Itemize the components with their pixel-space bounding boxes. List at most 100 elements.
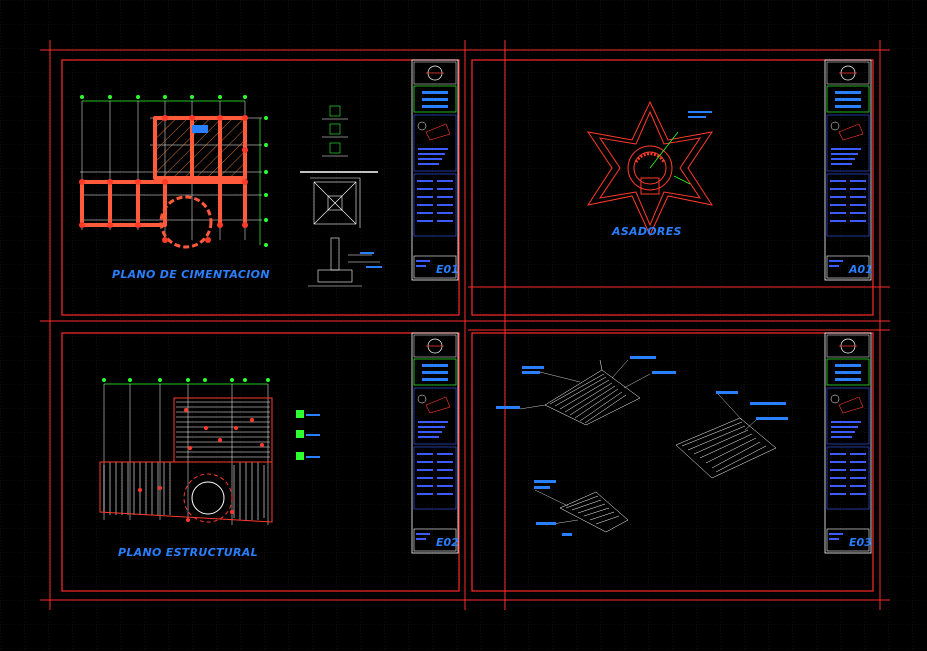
legend-text-line bbox=[831, 426, 858, 428]
info-text-line bbox=[437, 220, 453, 222]
legend-text-line bbox=[418, 158, 442, 160]
location-cell bbox=[826, 114, 870, 172]
location-cell bbox=[826, 387, 870, 445]
info-text-line bbox=[830, 196, 846, 198]
sheet-number-cell bbox=[826, 528, 870, 552]
info-text-line bbox=[850, 493, 866, 495]
sheet-label-line bbox=[416, 265, 426, 267]
info-text-line bbox=[830, 453, 846, 455]
info-cell bbox=[826, 173, 870, 237]
info-text-line bbox=[417, 493, 433, 495]
info-text-line bbox=[850, 212, 866, 214]
logo-cell bbox=[826, 334, 870, 358]
title-block-border bbox=[824, 332, 872, 554]
sheet-frames bbox=[61, 59, 874, 592]
location-sketch bbox=[425, 396, 451, 414]
info-text-line bbox=[437, 212, 453, 214]
title-block-2: A01 bbox=[824, 59, 873, 281]
location-sketch bbox=[425, 123, 451, 141]
info-text-line bbox=[417, 212, 433, 214]
sheet-label-line bbox=[829, 260, 843, 262]
info-text-line bbox=[437, 461, 453, 463]
sheet-number: A01 bbox=[848, 263, 873, 276]
legend-text-line bbox=[831, 431, 855, 433]
location-cell bbox=[413, 114, 457, 172]
info-text-line bbox=[850, 461, 866, 463]
project-name-text-line bbox=[835, 378, 861, 381]
project-name-cell bbox=[413, 358, 457, 386]
project-name-text-line bbox=[422, 91, 448, 94]
info-text-line bbox=[417, 188, 433, 190]
title-block-border bbox=[824, 59, 872, 281]
footing-details bbox=[300, 105, 380, 287]
info-text-line bbox=[417, 469, 433, 471]
project-name-text-line bbox=[835, 91, 861, 94]
info-text-line bbox=[830, 212, 846, 214]
sheet-label-line bbox=[416, 538, 426, 540]
location-marker-icon bbox=[417, 394, 427, 404]
location-marker-icon bbox=[830, 121, 840, 131]
project-name-text-line bbox=[835, 98, 861, 101]
logo-cell bbox=[413, 334, 457, 358]
info-text-line bbox=[417, 477, 433, 479]
info-text-line bbox=[437, 477, 453, 479]
roof-isometric-2 bbox=[675, 417, 777, 479]
legend-text-line bbox=[831, 436, 852, 438]
info-text-line bbox=[417, 180, 433, 182]
sheet-title-asadores: ASADORES bbox=[611, 225, 682, 238]
legend-text-line bbox=[831, 158, 855, 160]
project-name-text-line bbox=[422, 105, 448, 108]
logo-cell bbox=[826, 61, 870, 85]
joist-lines bbox=[103, 401, 270, 520]
info-text-line bbox=[437, 188, 453, 190]
info-text-line bbox=[417, 204, 433, 206]
project-name-text-line bbox=[835, 371, 861, 374]
info-text-line bbox=[830, 477, 846, 479]
info-text-line bbox=[417, 453, 433, 455]
info-text-line bbox=[850, 196, 866, 198]
title-block-4: E03 bbox=[824, 332, 872, 554]
info-text-line bbox=[850, 188, 866, 190]
outer-frame bbox=[40, 40, 890, 610]
location-sketch bbox=[838, 396, 864, 414]
info-text-line bbox=[437, 453, 453, 455]
legend-text-line bbox=[831, 421, 861, 423]
info-text-line bbox=[417, 220, 433, 222]
legend-text-line bbox=[418, 148, 448, 150]
info-text-line bbox=[830, 188, 846, 190]
info-text-line bbox=[417, 485, 433, 487]
project-name-cell bbox=[826, 85, 870, 113]
info-text-line bbox=[417, 461, 433, 463]
roof-isometric-1 bbox=[544, 359, 641, 426]
sheet-number-cell bbox=[826, 255, 870, 279]
location-sketch bbox=[838, 123, 864, 141]
sheet-label-line bbox=[416, 533, 430, 535]
info-text-line bbox=[437, 204, 453, 206]
legend-text-line bbox=[831, 163, 852, 165]
location-marker-icon bbox=[417, 121, 427, 131]
location-cell bbox=[413, 387, 457, 445]
info-text-line bbox=[417, 196, 433, 198]
roof-annotations bbox=[496, 356, 788, 536]
sheet-title-plano-estructural: PLANO ESTRUCTURAL bbox=[118, 546, 258, 559]
info-text-line bbox=[437, 493, 453, 495]
info-text-line bbox=[437, 485, 453, 487]
info-text-line bbox=[850, 477, 866, 479]
sheet-asadores: ASADORES bbox=[586, 100, 714, 238]
project-name-text-line bbox=[835, 105, 861, 108]
sheet-label-line bbox=[829, 265, 839, 267]
sheet-number: E03 bbox=[849, 536, 872, 549]
info-cell bbox=[826, 446, 870, 510]
info-text-line bbox=[437, 180, 453, 182]
sheet-number: E01 bbox=[436, 263, 459, 276]
location-marker-icon bbox=[830, 394, 840, 404]
info-text-line bbox=[850, 204, 866, 206]
title-block-border bbox=[411, 332, 459, 554]
sheet-label-line bbox=[829, 538, 839, 540]
info-text-line bbox=[830, 461, 846, 463]
info-text-line bbox=[437, 469, 453, 471]
project-name-text-line bbox=[835, 364, 861, 367]
info-text-line bbox=[437, 196, 453, 198]
